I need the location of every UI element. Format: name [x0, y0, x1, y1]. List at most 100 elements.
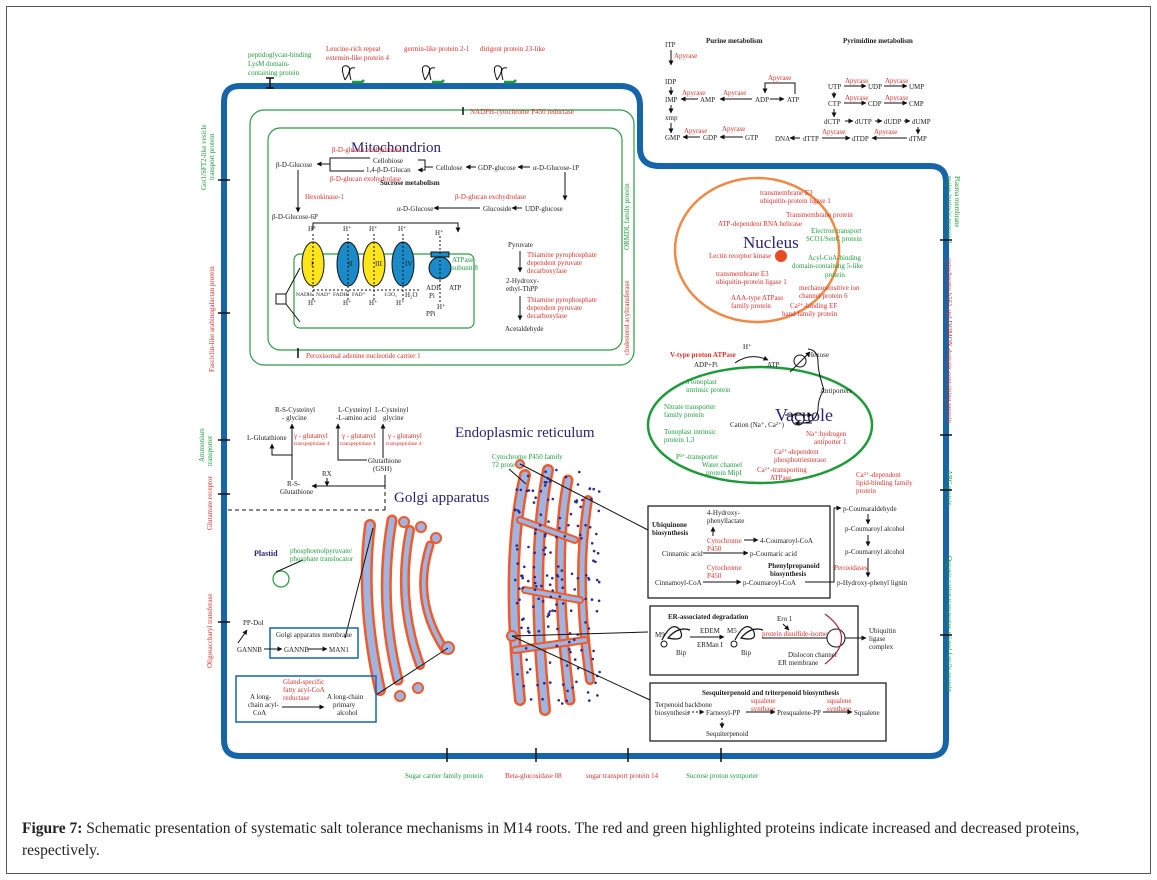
protein-label[interactable]: phosphoenolpyruvate/: [290, 547, 352, 555]
golgi-title: Golgi apparatus: [394, 490, 490, 506]
vacuole-protein-label[interactable]: Tonoplast intrinsic: [664, 428, 716, 436]
ribosome-dot: [533, 551, 536, 555]
vacuole-protein-label[interactable]: Ca²⁺-dependent: [774, 448, 819, 456]
vacuole-protein-label[interactable]: phosphotriesterase: [774, 456, 826, 464]
membrane-protein[interactable]: Organic cation transporter-related famil…: [940, 556, 953, 693]
protein-label: Glutamate receptor: [206, 475, 214, 530]
mitochondrion-inner-membrane: [267, 127, 623, 351]
node-dtmp: dTMP: [909, 135, 927, 143]
vacuole-protein-label[interactable]: Nitrate transporter: [664, 403, 716, 411]
ribosome-dot: [551, 589, 554, 592]
node-atp: ATP: [787, 96, 800, 104]
membrane-protein[interactable]: sugar transport protein 14: [586, 748, 659, 780]
glycoprotein-icon: [493, 65, 508, 81]
figure-frame: [6, 6, 1151, 874]
vacuole-protein-label[interactable]: Ca²⁺-transporting: [757, 466, 807, 474]
membrane-protein[interactable]: Fasciclin-like arabinogalactan protein: [208, 266, 230, 372]
membrane-protein[interactable]: Sucrose proton symporter: [686, 748, 759, 780]
sucrose-metabolism-title: Sucrose metabolism: [380, 179, 440, 187]
ribosome-dot: [597, 490, 601, 493]
membrane-protein[interactable]: Glutamate receptor: [206, 475, 230, 530]
nucleus-protein-label[interactable]: Electron transport: [811, 227, 861, 235]
nucleus-protein-label[interactable]: Transmembrane protein: [786, 211, 853, 219]
enzyme-label: β-D-glucan exohydrolase: [330, 175, 401, 183]
enzyme-label: Thiamine pyrophosphate: [527, 251, 597, 259]
vacuole-protein-label[interactable]: Na⁺:hydrogen: [806, 430, 847, 438]
node: (GSH): [373, 465, 392, 473]
enzyme-label: Peroxidases: [834, 564, 868, 572]
protein-label[interactable]: phosphate translocator: [290, 555, 354, 563]
membrane-protein[interactable]: cytochrome b561 and DOMON domain-contain…: [940, 258, 953, 436]
membrane-protein[interactable]: Oligosaccharyl transferase: [206, 594, 230, 668]
node-udp-glucose: UDP-glucose: [525, 205, 563, 213]
node: L-Cysteinyl: [375, 406, 408, 414]
nucleus-protein-label[interactable]: Lectin receptor kinase: [709, 252, 771, 260]
nucleus-protein-label[interactable]: mechanosensitive ion: [799, 284, 860, 292]
ribosome-dot: [595, 532, 598, 536]
membrane-protein[interactable]: ABC protein: [940, 470, 953, 506]
ribosome-dot: [548, 583, 552, 586]
nucleus-protein-label[interactable]: family protein: [731, 302, 771, 310]
protein-label[interactable]: Cytochrome P450 family: [492, 453, 563, 461]
membrane-protein[interactable]: cholesterol acyltransferase: [623, 281, 631, 355]
nucleus-protein-label[interactable]: SCO1/SenC protein: [806, 235, 862, 243]
dislocon-label: Dislocon channel: [788, 651, 837, 659]
ribosome-dot: [555, 573, 559, 577]
ribosome-dot: [526, 474, 530, 478]
vacuole-protein-label[interactable]: protein 1,3: [664, 436, 695, 444]
vacuole-protein-label[interactable]: lipid-binding family: [856, 479, 913, 487]
vacuole-protein-label[interactable]: ATPase: [770, 474, 791, 482]
nucleus-protein-label[interactable]: Acyl-CoA-binding: [808, 254, 861, 262]
nucleus-protein-label[interactable]: channel protein 6: [799, 292, 848, 300]
membrane-protein[interactable]: germin-like protein 2-1: [404, 45, 470, 84]
membrane-protein[interactable]: Plasma membrane major intrinsic protein …: [940, 176, 961, 244]
protein-label: containing protein: [248, 69, 300, 77]
vacuole-protein-label[interactable]: protein MipI: [706, 469, 742, 477]
membrane-protein[interactable]: Got1/SFT2-like vesicle transport protein: [200, 124, 230, 190]
proton-label: H⁺: [308, 225, 317, 233]
membrane-protein[interactable]: Peroxisomal adenine nucleotide carrier 1: [297, 348, 421, 360]
membrane-protein[interactable]: Ammonium transporter: [198, 428, 230, 466]
protein-label[interactable]: 72 protein: [492, 461, 521, 469]
nucleus-protein-label[interactable]: Ca²⁺-binding EF: [790, 302, 837, 310]
vacuole-protein-label[interactable]: protein: [856, 487, 876, 495]
membrane-protein[interactable]: Sugar carrier family protein: [405, 748, 483, 780]
membrane-protein[interactable]: peptidoglycan-binding LysM domain- conta…: [248, 51, 312, 89]
ribosome-dot: [576, 483, 580, 486]
vacuole-protein-label[interactable]: Ca²⁺-dependent: [856, 471, 901, 479]
glycoprotein-icon: [661, 626, 691, 641]
membrane-protein[interactable]: Leucine-rich repeat extensin-like protei…: [326, 45, 389, 84]
node-dudp: dUDP: [884, 118, 902, 126]
ribosome-dot: [545, 574, 549, 577]
nucleus-protein-label[interactable]: ATP-dependent RNA helicase: [718, 220, 802, 228]
enzyme-apyrase: Apyrase: [822, 128, 845, 136]
vacuole-protein-label[interactable]: antiporter 1: [814, 438, 847, 446]
vacuole-protein-label[interactable]: Water channel: [702, 461, 742, 469]
ribosome-dot: [568, 640, 571, 644]
membrane-protein[interactable]: Beta-glucosidase 08: [505, 748, 562, 780]
vacuole-protein-label[interactable]: family protein: [664, 411, 704, 419]
nucleus-protein-label[interactable]: transmembrane E3: [716, 270, 769, 278]
nucleus-protein-label[interactable]: ubiquitin-protein ligase 1: [760, 197, 831, 205]
membrane-protein[interactable]: dirigent protein 23-like: [480, 45, 545, 84]
membrane-protein[interactable]: NADPH-cytochrome P450 reductase: [462, 107, 574, 116]
glutathione-metabolism: R-S-Cysteinyl - glycine L-Cysteinyl -L-a…: [228, 406, 422, 511]
nucleus-protein-label[interactable]: domain-containing 5-like: [792, 262, 863, 270]
vacuole-protein-label[interactable]: P³⁺-transporter: [676, 453, 719, 461]
nucleus-protein-label[interactable]: AAA-type ATPase: [731, 294, 783, 302]
v-atpase-label[interactable]: V-type proton ATPase: [670, 351, 736, 359]
oxygen-label: 1/2O₂: [384, 292, 397, 298]
vacuole-protein-label[interactable]: δ tonoplast: [686, 378, 717, 386]
membrane-protein[interactable]: ORMDL family protein: [623, 183, 631, 250]
nucleus-protein-label[interactable]: hand family protein: [782, 310, 838, 318]
vacuole-protein-label[interactable]: intrinsic protein: [686, 386, 731, 394]
nucleus-protein-label[interactable]: transmembrane E3: [760, 189, 813, 197]
mitochondrion-outer-membrane: [249, 109, 635, 366]
ribosome-dot: [592, 649, 595, 653]
ribosome-dot: [569, 512, 573, 516]
nucleus-protein-label[interactable]: protein: [825, 271, 845, 279]
enzyme-apyrase: Apyrase: [845, 77, 868, 85]
enzyme-apyrase: Apyrase: [845, 94, 868, 102]
nucleus-protein-label[interactable]: ubiquitin-protein ligase 1: [716, 278, 787, 286]
ribosome-dot: [539, 513, 543, 516]
